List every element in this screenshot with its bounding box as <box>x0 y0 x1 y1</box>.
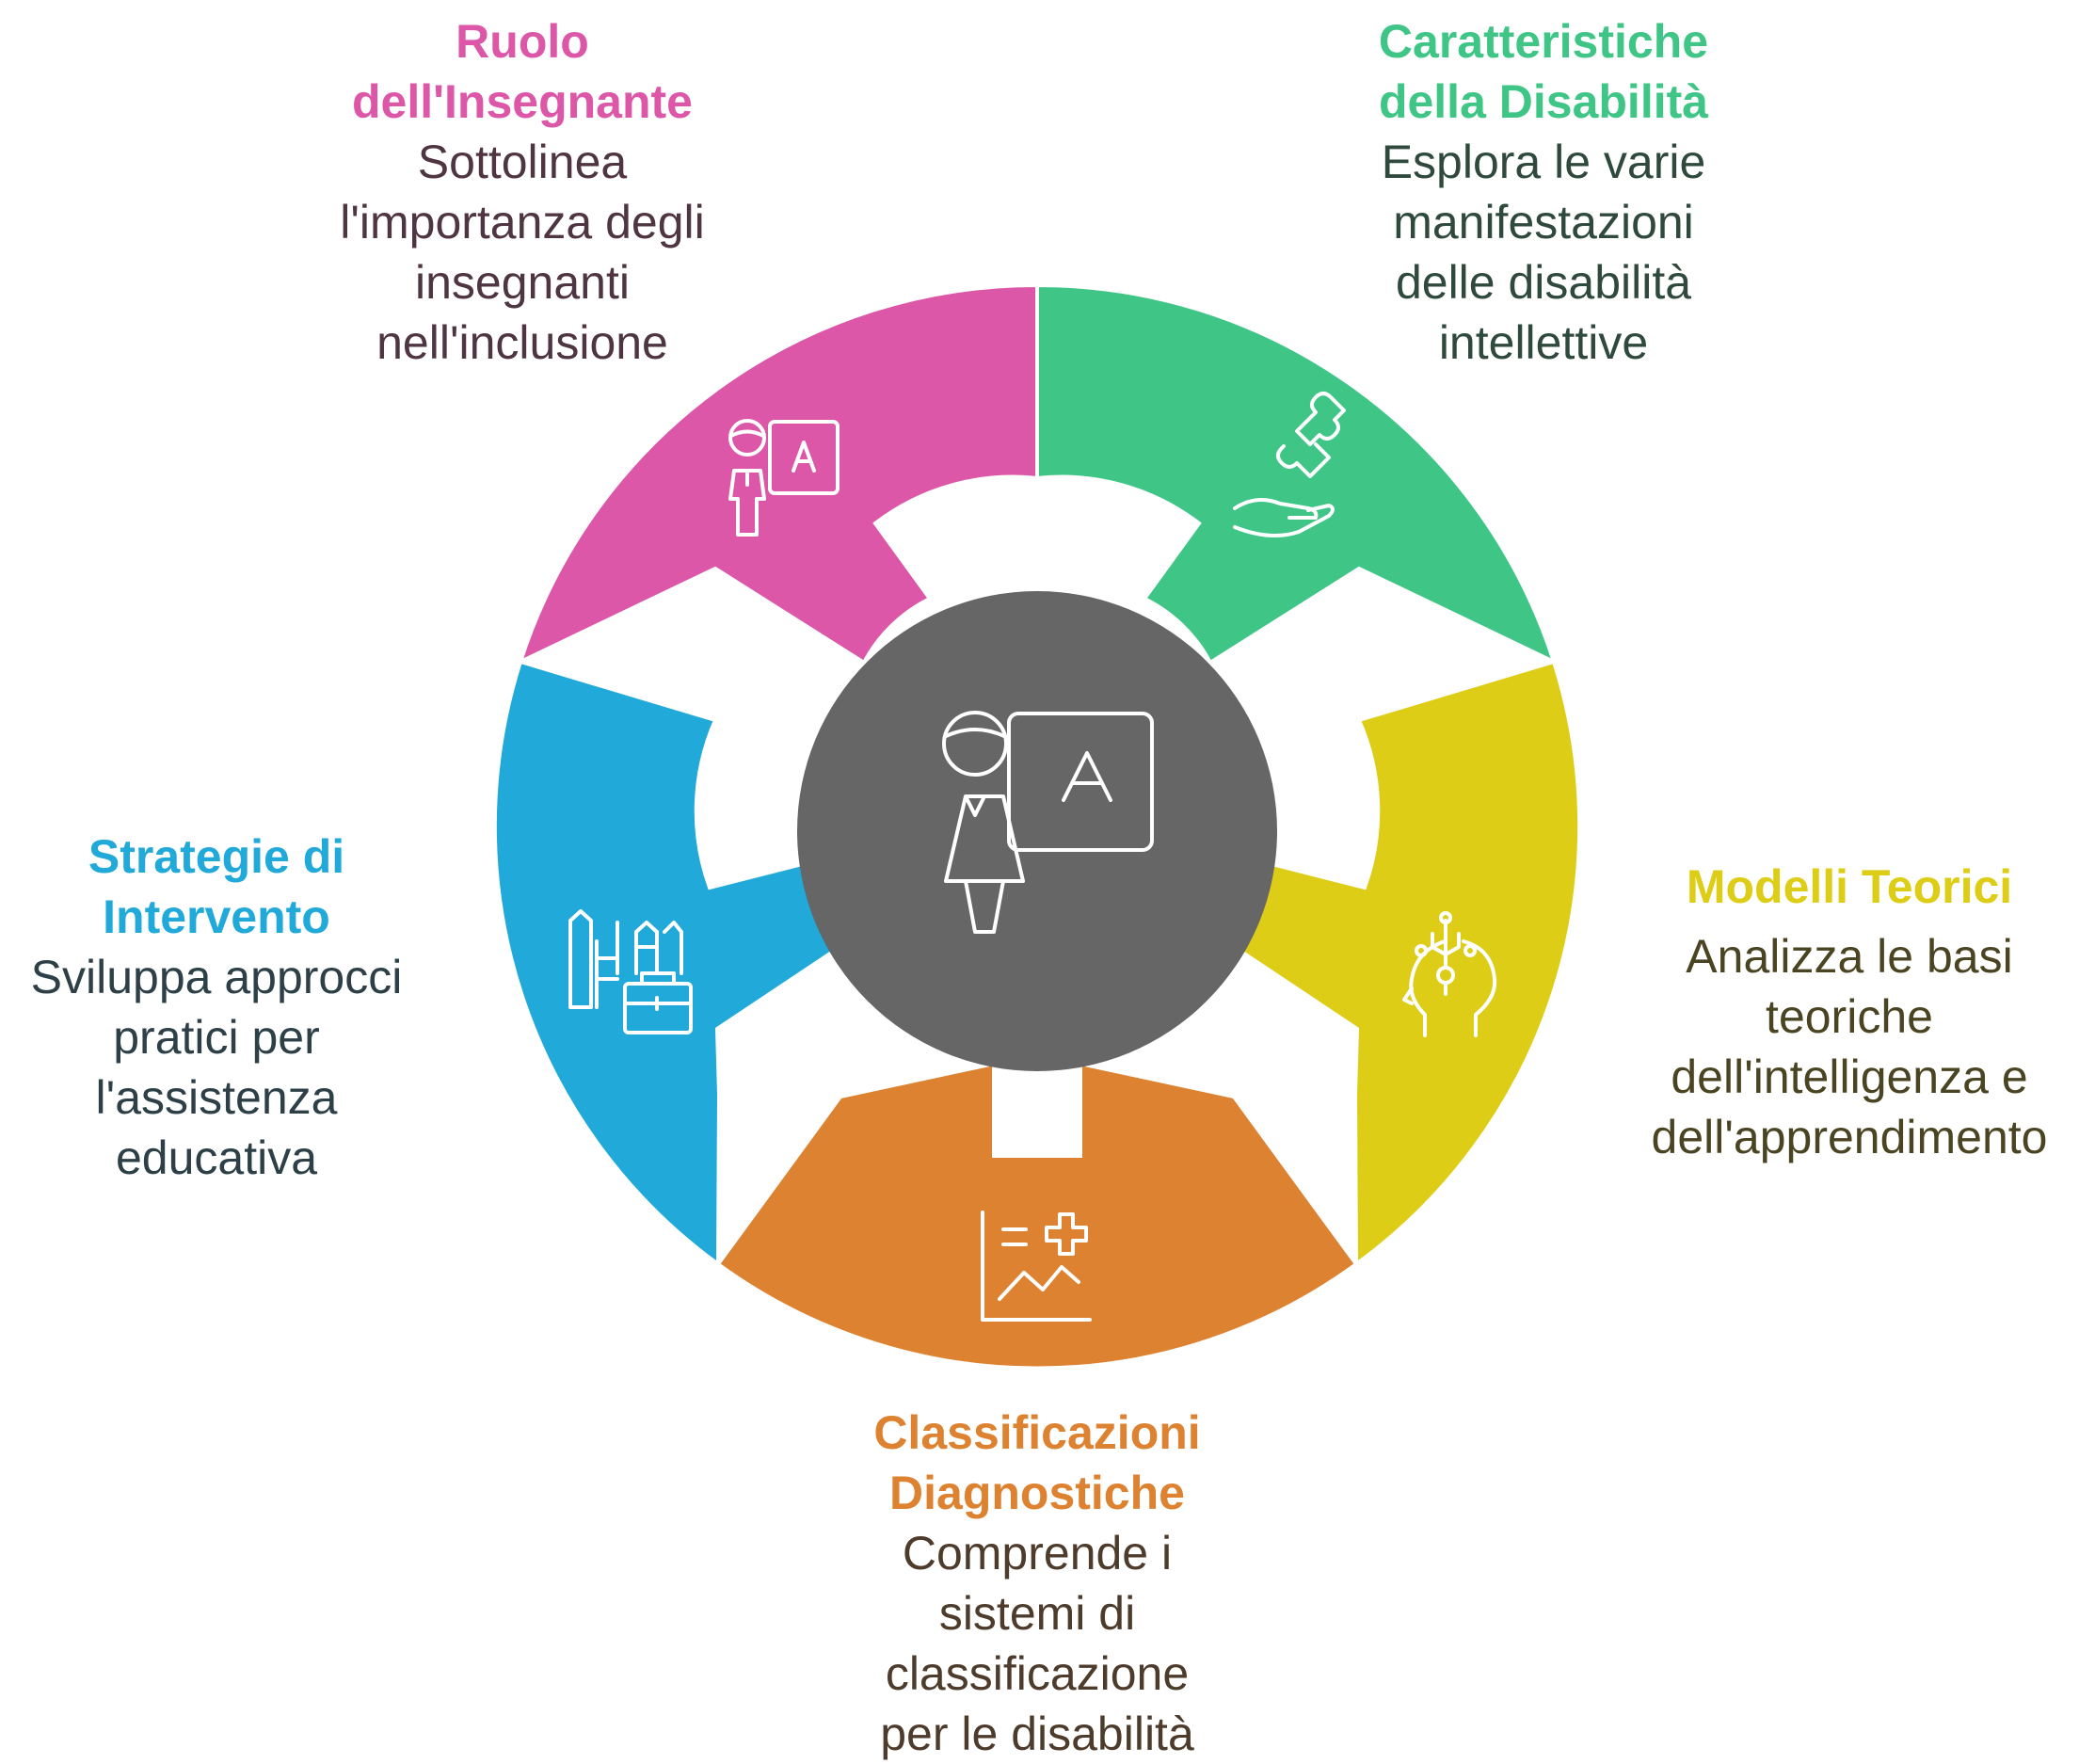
segment-title: Caratteristiche della Disabilità <box>1318 11 1769 132</box>
title-line: Intervento <box>103 890 330 943</box>
puzzle-hand-icon <box>1233 392 1346 537</box>
title-line: Strategie di <box>88 830 345 883</box>
title-line: Classificazioni <box>873 1406 1201 1459</box>
description-line: l'importanza degli <box>340 196 705 249</box>
title-line: della Disabilità <box>1378 75 1709 128</box>
description-line: insegnanti <box>415 256 630 309</box>
brain-head-icon <box>1402 911 1497 1037</box>
segment-description: Sottolinea l'importanza degli insegnanti ne… <box>296 132 748 373</box>
description-line: Esplora le varie <box>1381 136 1706 188</box>
teacher-blackboard-icon <box>942 711 1154 934</box>
description-line: Analizza le basi <box>1686 930 2013 983</box>
label-caratteristiche: Caratteristiche della Disabilità Esplora … <box>1318 11 1769 373</box>
title-line: dell'Insegnante <box>352 75 693 128</box>
segment-title: Modelli Teorici <box>1623 857 2075 917</box>
intervention-toolkit-icon <box>568 909 693 1034</box>
description-line: per le disabilità <box>880 1708 1194 1760</box>
description-line: Sviluppa approcci <box>30 951 403 1003</box>
description-line: Sottolinea <box>417 136 628 188</box>
description-line: dell'apprendimento <box>1651 1111 2048 1163</box>
center-circle <box>797 591 1277 1071</box>
description-line: classificazione <box>885 1647 1190 1700</box>
medical-chart-icon <box>981 1211 1092 1322</box>
description-line: intellettive <box>1438 316 1649 369</box>
title-line: Caratteristiche <box>1378 15 1709 68</box>
segment-ruolo[interactable] <box>517 282 1039 666</box>
description-line: sistemi di <box>938 1587 1136 1640</box>
segment-title: Ruolo dell'Insegnante <box>296 11 748 132</box>
description-line: pratici per <box>113 1011 320 1064</box>
description-line: manifestazioni <box>1393 196 1694 249</box>
label-ruolo: Ruolo dell'Insegnante Sottolinea l'importa… <box>296 11 748 373</box>
label-strategie: Strategie di Intervento Sviluppa approcci… <box>0 826 433 1188</box>
title-line: Modelli Teorici <box>1686 860 2013 913</box>
description-line: nell'inclusione <box>376 316 668 369</box>
label-modelli: Modelli Teorici Analizza le basi teoriche… <box>1623 857 2075 1167</box>
segment-description: Analizza le basi teoriche dell'intelligenz… <box>1623 926 2075 1167</box>
description-line: delle disabilità <box>1395 256 1692 309</box>
description-line: Comprende i <box>902 1527 1173 1580</box>
segment-caratteristiche[interactable] <box>1035 282 1558 666</box>
title-line: Diagnostiche <box>889 1467 1185 1519</box>
segment-description: Sviluppa approcci pratici per l'assistenza… <box>0 947 433 1188</box>
segment-title: Strategie di Intervento <box>0 826 433 947</box>
description-line: dell'intelligenza e <box>1671 1050 2028 1103</box>
segment-classificazioni[interactable] <box>715 1061 1359 1371</box>
description-line: teoriche <box>1766 990 1933 1043</box>
segment-modelli[interactable] <box>1230 659 1582 1268</box>
description-line: educativa <box>115 1131 318 1184</box>
teacher-icon <box>728 419 840 537</box>
segment-description: Esplora le varie manifestazioni delle disa… <box>1318 132 1769 373</box>
segment-description: Comprende i sistemi di classificazione per … <box>811 1523 1263 1764</box>
description-line: l'assistenza <box>95 1071 338 1124</box>
title-line: Ruolo <box>456 15 589 68</box>
segment-strategie[interactable] <box>492 659 844 1268</box>
